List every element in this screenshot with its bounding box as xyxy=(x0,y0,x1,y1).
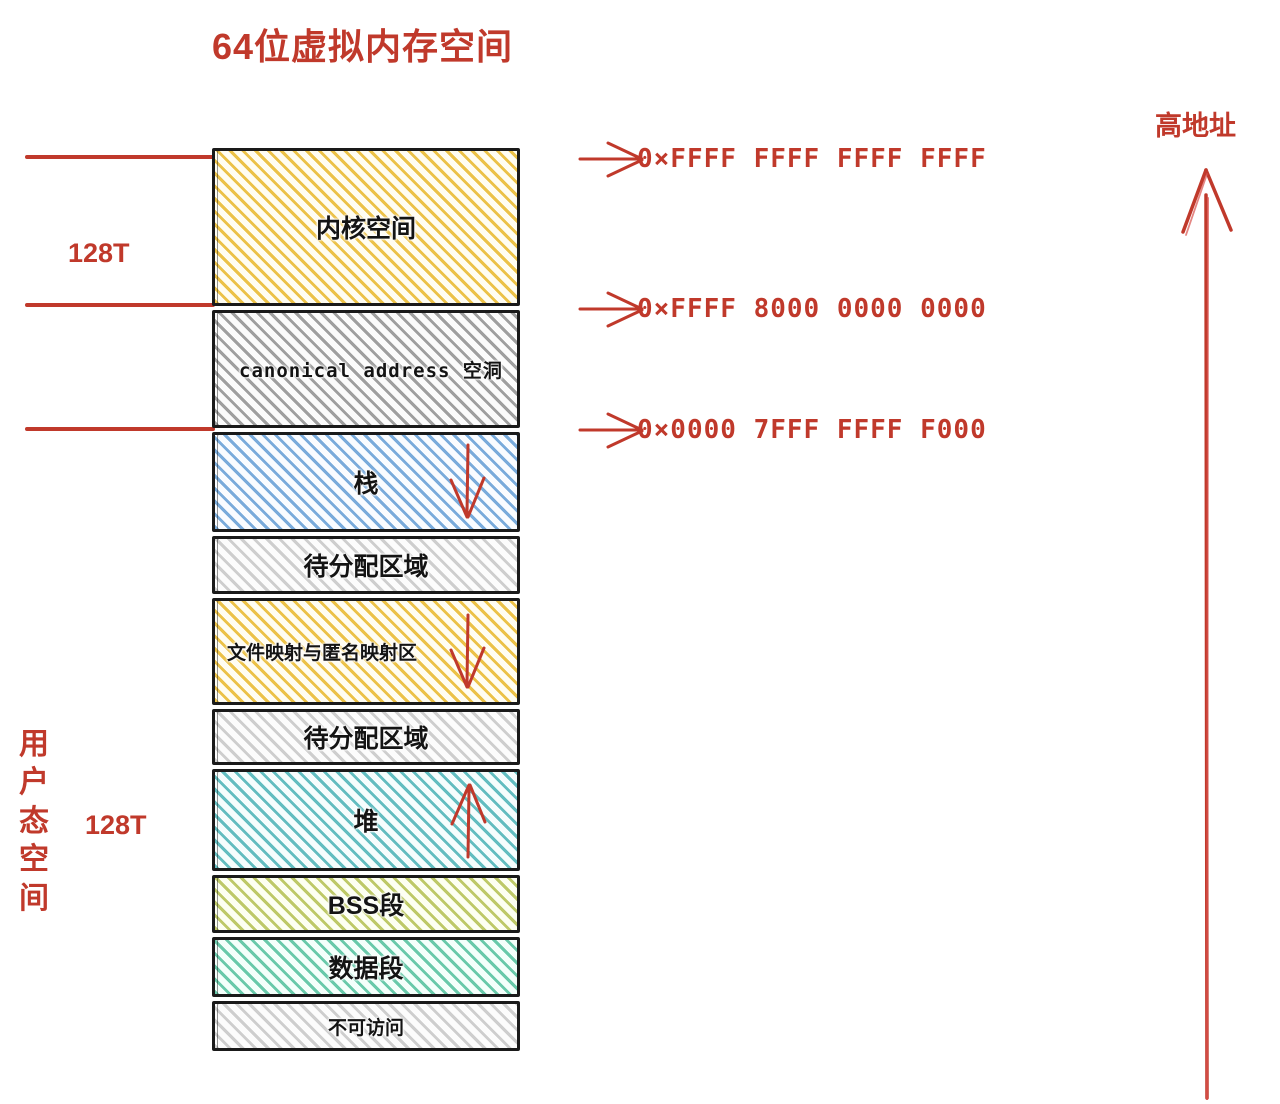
memory-block-unallocated-lower[interactable]: 待分配区域 xyxy=(212,709,520,765)
memory-block-label: 不可访问 xyxy=(327,1017,404,1039)
memory-block-heap[interactable]: 堆 xyxy=(212,769,520,871)
memory-block-data[interactable]: 数据段 xyxy=(212,937,520,997)
high-address-label: 高地址 xyxy=(1155,111,1236,141)
memory-block-unallocated-upper[interactable]: 待分配区域 xyxy=(212,536,520,594)
memory-block-label: 数据段 xyxy=(328,955,404,983)
guide-line-top xyxy=(25,155,215,159)
user-space-label: 用户态空间 xyxy=(19,728,49,915)
callout-arrow-icon-3 xyxy=(578,412,644,449)
memory-block-label: 待分配区域 xyxy=(303,725,429,753)
size-label-kernel: 128T xyxy=(68,238,130,268)
memory-block-mmap[interactable]: 文件映射与匿名映射区 xyxy=(212,598,520,705)
memory-block-label: BSS段 xyxy=(327,892,405,920)
memory-block-kernel-space[interactable]: 内核空间 xyxy=(212,148,520,306)
size-label-user: 128T xyxy=(85,810,147,840)
mmap-grow-down-arrow-icon xyxy=(449,613,486,688)
page-title: 64位虚拟内存空间 xyxy=(212,26,514,67)
memory-block-canonical-hole[interactable]: canonical address 空洞 xyxy=(212,310,520,428)
address-label-3: 0×0000 7FFF FFFF F000 xyxy=(637,415,987,445)
heap-grow-up-arrow-icon xyxy=(450,783,487,859)
address-label-2: 0×FFFF 8000 0000 0000 xyxy=(637,294,987,324)
stack-grow-down-arrow-icon xyxy=(449,443,486,519)
memory-block-label: 内核空间 xyxy=(315,215,416,243)
guide-line-middle xyxy=(25,303,215,307)
callout-arrow-icon-2 xyxy=(578,291,644,328)
memory-block-inaccessible[interactable]: 不可访问 xyxy=(212,1001,520,1051)
callout-arrow-icon-1 xyxy=(578,141,644,178)
address-label-1: 0×FFFF FFFF FFFF FFFF xyxy=(637,144,987,174)
memory-block-label: canonical address 空洞 xyxy=(239,359,503,382)
memory-block-stack[interactable]: 栈 xyxy=(212,432,520,532)
high-address-arrow-icon xyxy=(1181,168,1233,1100)
memory-block-bss[interactable]: BSS段 xyxy=(212,875,520,933)
memory-layout-column: 内核空间 canonical address 空洞 栈 待分配区域 文件映射与匿… xyxy=(212,148,520,1055)
guide-line-bottom xyxy=(25,427,215,431)
memory-block-label: 待分配区域 xyxy=(303,553,429,581)
